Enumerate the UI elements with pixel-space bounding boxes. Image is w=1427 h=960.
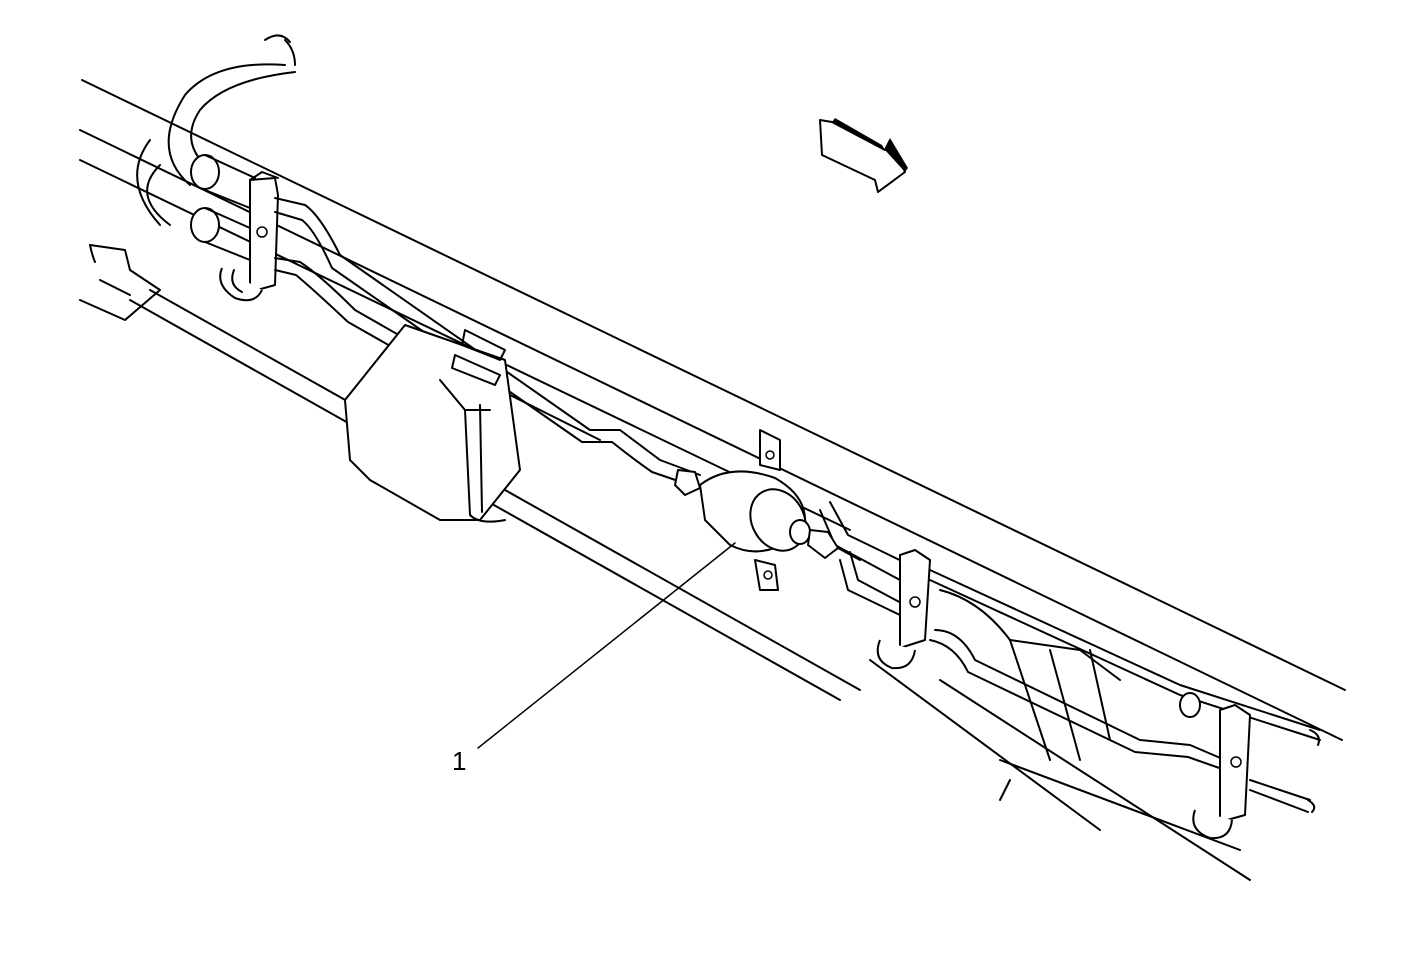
rubber-hoses (137, 35, 295, 260)
right-line-clip (1180, 693, 1250, 838)
fuel-tank (345, 325, 520, 522)
crossmember (940, 590, 1120, 800)
fuel-filter (675, 430, 860, 590)
direction-arrow-icon (820, 118, 908, 192)
left-bracket-structure (80, 245, 160, 320)
left-line-clip (220, 172, 278, 300)
fuel-lines (275, 198, 1320, 812)
callout-1-label: 1 (452, 746, 466, 776)
callout-1-leader (478, 543, 735, 748)
middle-line-clip (878, 550, 930, 668)
